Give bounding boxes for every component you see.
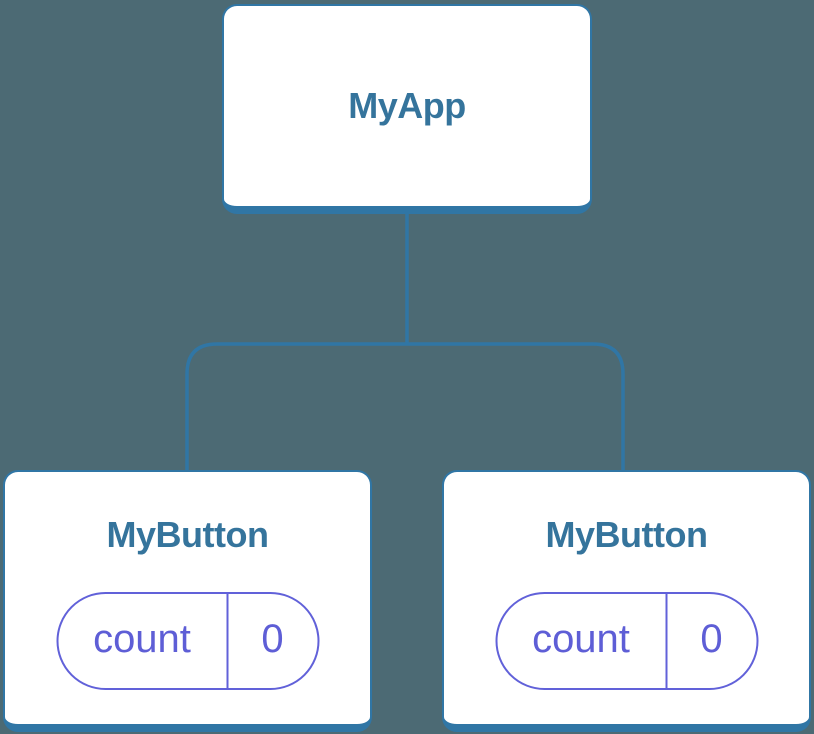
component-name-label: MyButton (106, 514, 269, 555)
component-name-label: MyButton (545, 514, 708, 555)
state-value-segment: 0 (228, 594, 317, 688)
component-node-child-right: MyButton count 0 (442, 470, 811, 732)
state-key-segment: count (58, 594, 228, 688)
connector-bracket (185, 342, 625, 472)
state-key-segment: count (497, 594, 667, 688)
state-key-label: count (93, 617, 191, 661)
state-pill: count 0 (56, 592, 319, 690)
component-node-root: MyApp (222, 4, 592, 214)
component-name-label: MyApp (348, 85, 466, 126)
state-value-segment: 0 (667, 594, 756, 688)
state-key-label: count (532, 617, 630, 661)
state-value-label: 0 (700, 617, 723, 661)
state-pill: count 0 (495, 592, 758, 690)
state-value-label: 0 (261, 617, 284, 661)
component-node-child-left: MyButton count 0 (3, 470, 372, 732)
